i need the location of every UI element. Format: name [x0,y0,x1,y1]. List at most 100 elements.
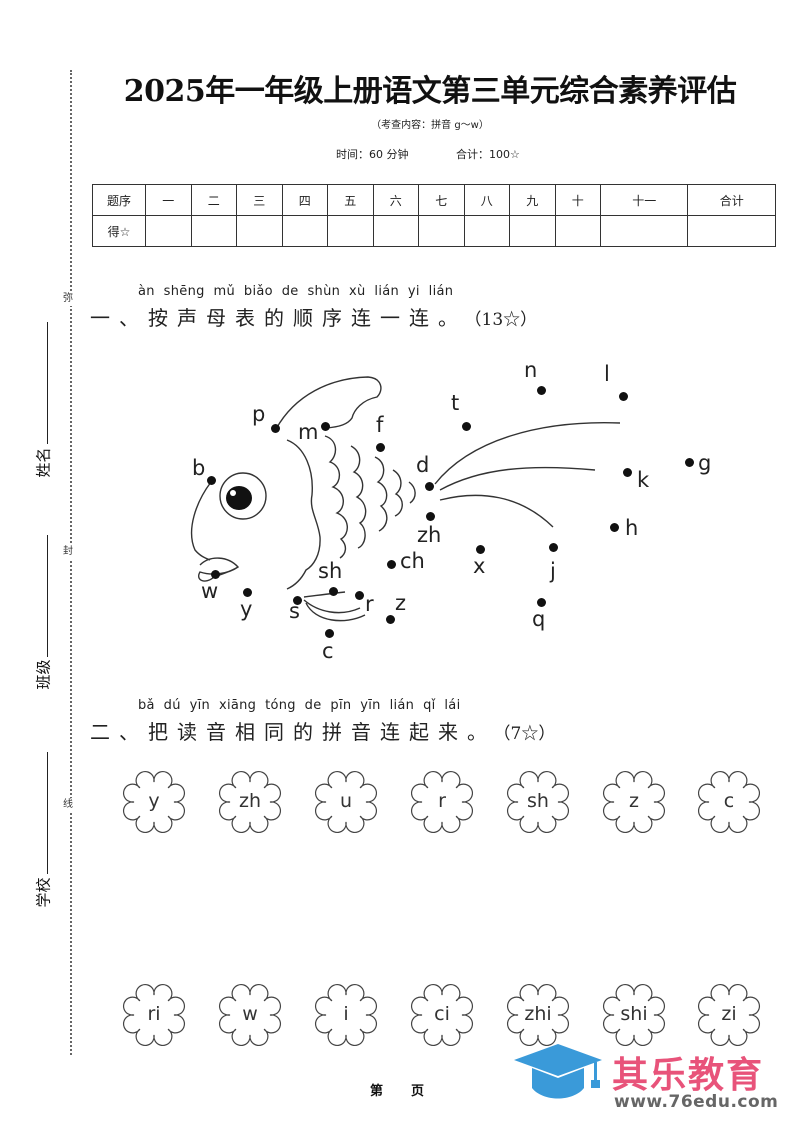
header-cell: 五 [327,184,374,216]
dot-f[interactable] [376,443,385,452]
flower-bottom-1[interactable]: w [218,983,282,1047]
flower-bottom-6[interactable]: zi [697,983,761,1047]
flower-bottom-5[interactable]: shi [602,983,666,1047]
flower-top-5[interactable]: z [602,770,666,834]
dot-label-w: w [201,579,219,603]
fish-scales [324,435,348,559]
flower-label: y [148,790,160,812]
fish-tail-top [434,422,621,485]
flower-bottom-4[interactable]: zhi [506,983,570,1047]
total-score: 合计：100☆ [456,148,520,161]
dot-zh[interactable] [426,512,435,521]
page-number-prefix: 第 [370,1084,384,1099]
header-cell: 十 [554,184,601,216]
dot-label-sh: sh [318,559,343,583]
dot-g[interactable] [685,458,694,467]
score-table: 题序 一 二 三 四 五 六 七 八 九 十 十一 合计 得☆ [92,184,776,247]
header-cell: 题序 [92,184,146,216]
header-cell: 八 [463,184,510,216]
section2-title: 二、把读音相同的拼音连起来。 [90,720,496,744]
dot-x[interactable] [476,545,485,554]
flower-label: w [242,1003,258,1025]
dot-ch[interactable] [387,560,396,569]
class-blank[interactable] [47,535,48,657]
dot-label-k: k [637,468,650,492]
dot-label-t: t [451,391,460,415]
dot-z[interactable] [386,615,395,624]
dot-label-p: p [252,402,266,426]
dot-p[interactable] [271,424,280,433]
dot-label-h: h [625,516,639,540]
score-cell[interactable] [463,215,510,247]
dot-j[interactable] [549,543,558,552]
dot-c[interactable] [325,629,334,638]
dot-label-q: q [532,607,546,631]
score-cell[interactable] [236,215,283,247]
section1-heading: 一、按声母表的顺序连一连。 （13☆） [90,302,537,331]
flower-shape-icon [411,984,473,1046]
flower-top-2[interactable]: u [314,770,378,834]
dot-s[interactable] [293,596,302,605]
flower-shape-icon [698,771,760,833]
fish-dorsal-fin [275,376,382,430]
header-cell: 三 [236,184,283,216]
flower-top-6[interactable]: c [697,770,761,834]
section2-heading: 二、把读音相同的拼音连起来。（7☆） [90,716,555,745]
fish-pupil [226,486,252,510]
score-cell[interactable] [687,215,776,247]
flower-top-3[interactable]: r [410,770,474,834]
score-cell[interactable] [281,215,328,247]
section2-pinyin: bǎ dú yīn xiāng tóng de pīn yīn lián qǐ … [138,698,461,713]
dot-label-d: d [416,453,430,477]
dot-l[interactable] [619,392,628,401]
flower-shape-icon [698,984,760,1046]
dot-n[interactable] [537,386,546,395]
flower-label: i [343,1003,349,1025]
flower-top-4[interactable]: sh [506,770,570,834]
flower-label: z [629,790,639,812]
dot-y[interactable] [243,588,252,597]
score-cell[interactable] [509,215,556,247]
dot-h[interactable] [610,523,619,532]
page-number-suffix: 页 [411,1084,425,1099]
flower-label: shi [620,1003,648,1025]
dot-label-r: r [365,592,374,616]
flower-top-0[interactable]: y [122,770,186,834]
watermark-brand-name: 其乐教育 [612,1055,765,1096]
flower-label: zhi [524,1003,552,1025]
dot-label-m: m [298,420,319,444]
dot-m[interactable] [321,422,330,431]
school-label: 学校 [34,877,53,908]
dot-k[interactable] [623,468,632,477]
binding-dotted-line [70,70,72,1055]
dot-t[interactable] [462,422,471,431]
flower-shape-icon [219,984,281,1046]
dot-label-c: c [322,639,334,663]
watermark-url: www.76edu.com [614,1092,779,1112]
flower-bottom-2[interactable]: i [314,983,378,1047]
flower-top-1[interactable]: zh [218,770,282,834]
exam-scope: （考查内容：拼音 g～w） [371,120,489,131]
section1-title: 一、按声母表的顺序连一连。 [90,306,467,330]
school-blank[interactable] [47,752,48,874]
flower-bottom-3[interactable]: ci [410,983,474,1047]
dot-r[interactable] [355,591,364,600]
flower-shape-icon [603,984,665,1046]
dot-label-y: y [240,597,253,621]
header-cell: 十一 [599,184,689,216]
dot-d[interactable] [425,482,434,491]
dot-q[interactable] [537,598,546,607]
fish-outline-drawing [190,376,621,622]
dot-label-b: b [192,456,206,480]
flower-bottom-0[interactable]: ri [122,983,186,1047]
section1-points: （13☆） [473,310,538,330]
flower-label: ri [147,1003,161,1025]
dot-label-j: j [550,559,556,583]
flower-shape-icon [219,771,281,833]
name-blank[interactable] [47,322,48,444]
dot-w[interactable] [211,570,220,579]
seal-mark-mi: 弥 [63,292,73,306]
score-cell[interactable] [599,215,689,247]
dot-b[interactable] [207,476,216,485]
dot-sh[interactable] [329,587,338,596]
